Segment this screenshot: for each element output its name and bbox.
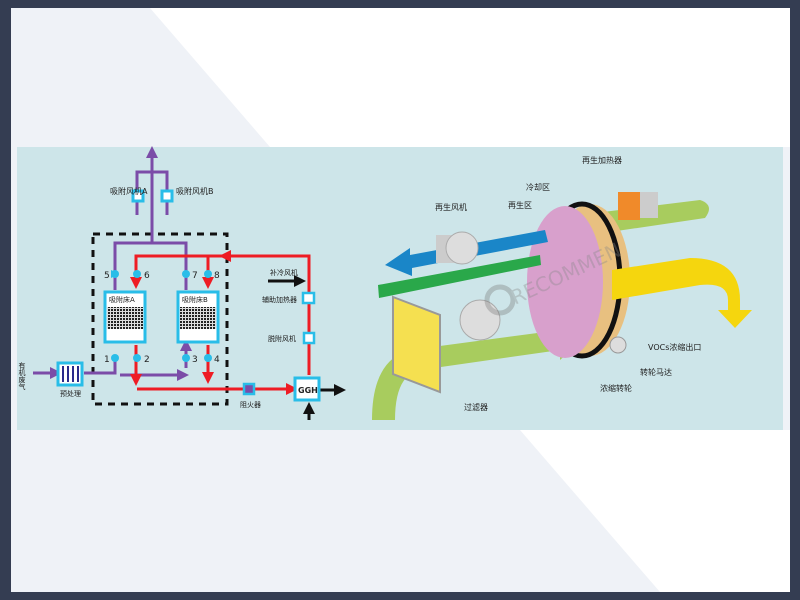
wheel-motor bbox=[609, 336, 627, 354]
valve-label-3: 3 bbox=[192, 355, 198, 365]
rotor-concentrator-diagram: 再生加热器 冷却区 再生风机 再生区 VOCs浓缩出口 转轮马达 浓缩转轮 过滤… bbox=[372, 155, 752, 420]
valve-5 bbox=[111, 270, 119, 278]
valve-label-1: 1 bbox=[104, 355, 110, 365]
valve-label-2: 2 bbox=[144, 355, 150, 365]
cooling-zone-label: 冷却区 bbox=[526, 182, 550, 192]
adsorption-fan-a bbox=[131, 189, 145, 203]
valve-label-5: 5 bbox=[104, 271, 110, 281]
fan-a-label: 吸附风机A bbox=[110, 186, 148, 196]
desorption-fan bbox=[302, 331, 316, 345]
bed-b-label: 吸附床B bbox=[182, 295, 208, 304]
regen-zone-label: 再生区 bbox=[508, 200, 532, 210]
system-boundary bbox=[91, 232, 229, 406]
valve-label-7: 7 bbox=[192, 271, 198, 281]
wheel-motor-label: 转轮马达 bbox=[640, 367, 672, 377]
voc-outlet-label: VOCs浓缩出口 bbox=[648, 342, 701, 352]
regen-fan-label: 再生风机 bbox=[435, 202, 467, 212]
voc-outlet-arrow bbox=[612, 258, 752, 328]
valve-6 bbox=[133, 270, 141, 278]
ggh-label: GGH bbox=[298, 386, 318, 395]
regen-heater bbox=[618, 192, 658, 220]
background-diagonal-top bbox=[150, 8, 790, 147]
ggh-box bbox=[293, 376, 321, 402]
flame-arrester-label: 阻火器 bbox=[240, 400, 261, 409]
filter bbox=[392, 295, 441, 394]
cold-fan-label: 补冷风机 bbox=[270, 268, 298, 277]
valve-label-6: 6 bbox=[144, 271, 150, 281]
flame-arrester bbox=[242, 382, 256, 396]
valve-8 bbox=[204, 270, 212, 278]
pretreat-label: 预处理 bbox=[60, 389, 81, 398]
adsorption-bed-b: 吸附床B bbox=[176, 290, 220, 344]
valve-1 bbox=[111, 354, 119, 362]
valve-7 bbox=[182, 270, 190, 278]
inlet-label: 有机废气 bbox=[18, 361, 26, 390]
bed-a-label: 吸附床A bbox=[109, 295, 135, 304]
fan-b-label: 吸附风机B bbox=[176, 186, 214, 196]
process-fan bbox=[459, 299, 501, 341]
aux-heater bbox=[301, 291, 316, 305]
valve-2 bbox=[133, 354, 141, 362]
background-diagonal-bottom bbox=[520, 430, 790, 592]
adsorption-bed-a: 吸附床A bbox=[103, 290, 147, 344]
adsorption-fan-b bbox=[160, 189, 174, 203]
valve-4 bbox=[204, 354, 212, 362]
desorb-fan-label: 脱附风机 bbox=[268, 334, 296, 343]
valve-3 bbox=[182, 354, 190, 362]
clean-air-arrow bbox=[378, 255, 541, 298]
filter-label: 过滤器 bbox=[464, 402, 488, 412]
valves bbox=[111, 270, 212, 362]
regen-fan bbox=[436, 231, 479, 265]
aux-heater-label: 辅助加热器 bbox=[262, 295, 297, 304]
valve-label-4: 4 bbox=[214, 355, 220, 365]
pretreatment-unit bbox=[56, 361, 84, 387]
regen-heater-label: 再生加热器 bbox=[582, 155, 622, 165]
adsorption-process-diagram: 吸附风机A 吸附风机B 吸附床A 吸附床B 5 6 7 8 bbox=[18, 146, 346, 420]
process-air-arrow bbox=[372, 318, 585, 420]
rotor-wheel bbox=[527, 201, 630, 359]
rotor-label: 浓缩转轮 bbox=[600, 383, 632, 393]
valve-label-8: 8 bbox=[214, 271, 220, 281]
